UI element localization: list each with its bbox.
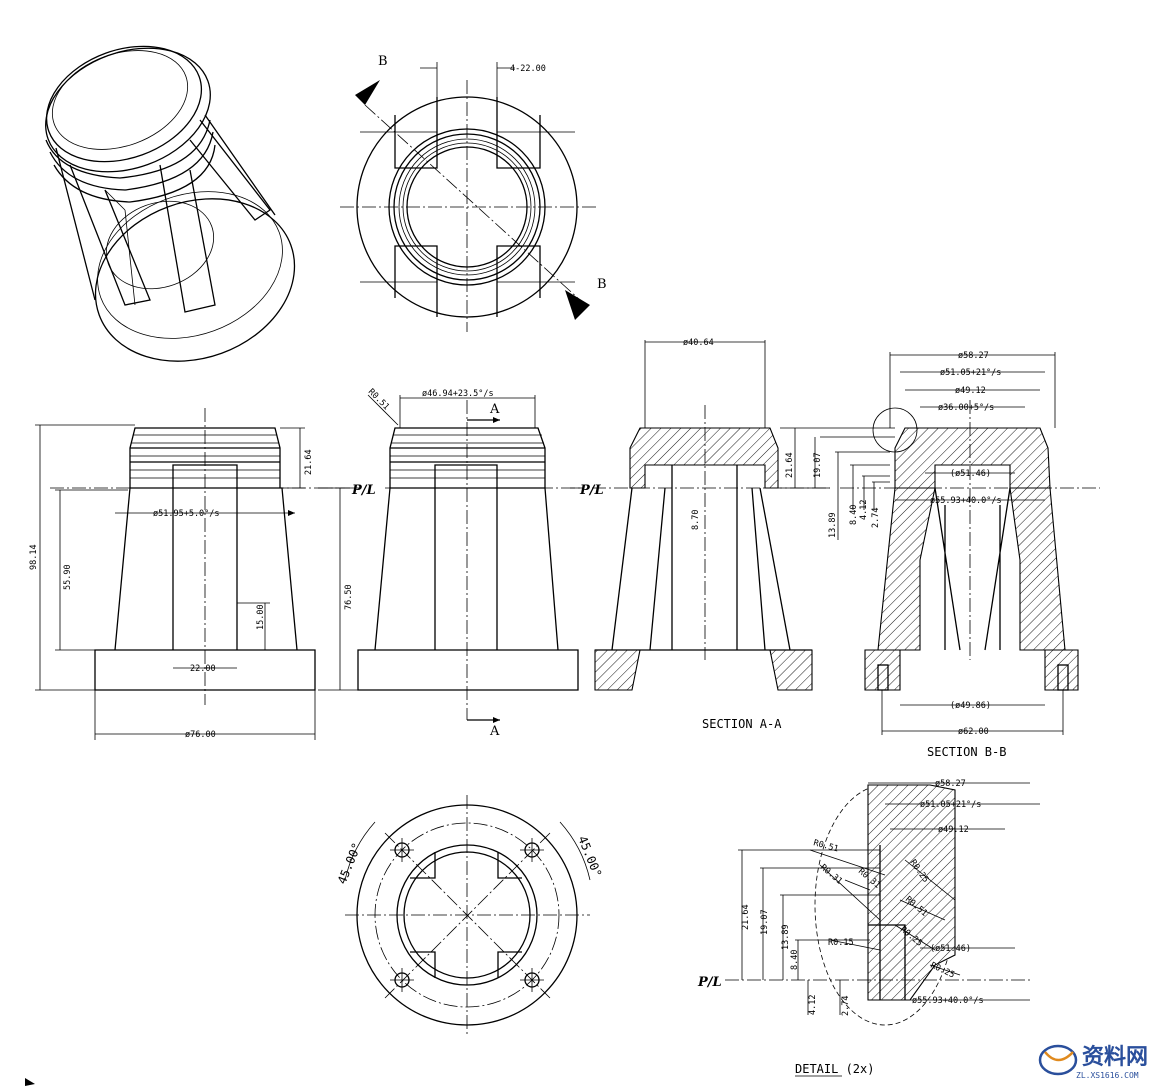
- dim-bb-d2: ø51.05+21°/s: [940, 368, 1001, 378]
- parting-line-label: P/L: [351, 483, 376, 498]
- dim-top-band: 21.64: [304, 449, 314, 475]
- dim-bb-h3: 13.89: [828, 512, 838, 538]
- dim-bb-d4: ø36.00+5°/s: [938, 403, 994, 413]
- dim-detail-h5: 4.12: [808, 995, 818, 1015]
- section-aa: ø40.64 8.70 P/L SECTION A-A: [570, 338, 830, 731]
- cut-letter-b-bottom: B: [597, 277, 607, 292]
- angle-left: 45.00°: [335, 841, 364, 886]
- bolt-hole-bl: [390, 968, 414, 992]
- bolt-hole-tr: [520, 838, 544, 862]
- detail-view: ø58.27 ø51.05+21°/s ø49.12 (ø51.46) ø55.…: [697, 779, 1040, 1077]
- cut-letter-b-top: B: [378, 54, 388, 69]
- front-view: 98.14 55.90 21.64 ø51.95+5.0°/s 22.00 15…: [29, 408, 345, 740]
- bolt-hole-br: [520, 968, 544, 992]
- detail-label: DETAIL (2x): [795, 1062, 874, 1076]
- dim-detail-d5: (ø51.46): [930, 944, 971, 954]
- watermark-logo-icon: [1038, 1044, 1078, 1076]
- dim-bb-d6: ø55.93+40.0°/s: [930, 496, 1002, 506]
- dim-detail-d6: ø55.93+40.0°/s: [912, 996, 984, 1006]
- parting-line-detail: P/L: [697, 975, 722, 990]
- dim-aa-top-dia: ø40.64: [683, 338, 714, 348]
- dim-dia-body: ø51.95+5.0°/s: [153, 509, 220, 519]
- angle-right: 45.00°: [575, 834, 604, 879]
- detail-r2: R0.31: [818, 863, 844, 887]
- dim-detail-h1: 21.64: [741, 904, 751, 930]
- dim-detail-h6: 2.74: [841, 996, 851, 1016]
- dim-detail-h4: 8.40: [790, 950, 800, 970]
- dim-slot-width: 22.00: [190, 664, 216, 674]
- dim-bb-h2: 19.07: [813, 452, 823, 478]
- dim-bb-d8: ø62.00: [958, 727, 989, 737]
- dim-top-dia: ø46.94+23.5°/s: [422, 389, 494, 399]
- corner-mark: [25, 1078, 35, 1086]
- isometric-view: [45, 45, 296, 362]
- detail-r7: R0.25: [929, 961, 956, 981]
- dim-detail-d1: ø58.27: [935, 779, 966, 789]
- dim-bb-d5: (ø51.46): [950, 469, 991, 479]
- dim-detail-d2: ø51.05+21°/s: [920, 800, 981, 810]
- watermark: 资料网 ZL.XS1616.COM: [1038, 1044, 1148, 1080]
- side-view: ø46.94+23.5°/s R0.51 76.50 P/L A A: [318, 387, 580, 739]
- dim-bb-d7: (ø49.86): [950, 701, 991, 711]
- dim-base-dia: ø76.00: [185, 730, 216, 740]
- dim-radius: R0.51: [366, 387, 391, 412]
- dim-bb-h5: 4.12: [859, 500, 869, 520]
- section-bb: ø58.27 ø51.05+21°/s ø49.12 ø36.00+5°/s (…: [780, 351, 1100, 759]
- dim-bb-h1: 21.64: [785, 452, 795, 478]
- dim-height-total: 98.14: [29, 544, 39, 570]
- dim-bb-h6: 2.74: [871, 508, 881, 528]
- dim-aa-inner: 8.70: [691, 510, 701, 530]
- detail-r8: R0.15: [828, 938, 854, 948]
- section-bb-label: SECTION B-B: [927, 745, 1006, 759]
- watermark-cn: 资料网: [1082, 1045, 1148, 1070]
- bolt-hole-tl: [390, 838, 414, 862]
- dim-detail-h2: 19.07: [760, 909, 770, 935]
- top-view: 4-22.00 B B: [340, 54, 607, 332]
- dim-slot: 4-22.00: [510, 64, 546, 74]
- dim-detail-d3: ø49.12: [938, 825, 969, 835]
- cut-letter-a-top: A: [489, 402, 500, 417]
- dim-height: 76.50: [344, 584, 354, 610]
- watermark-url: ZL.XS1616.COM: [1076, 1071, 1139, 1080]
- dim-bb-d3: ø49.12: [955, 386, 986, 396]
- bottom-view: 45.00° 45.00°: [335, 795, 604, 1035]
- dim-height-body: 55.90: [63, 564, 73, 590]
- dim-bb-d1: ø58.27: [958, 351, 989, 361]
- cut-letter-a-bottom: A: [489, 724, 500, 739]
- dim-detail-h3: 13.89: [781, 924, 791, 950]
- dim-bb-h4: 8.40: [849, 505, 859, 525]
- dim-slot-depth: 15.00: [256, 604, 266, 630]
- section-aa-label: SECTION A-A: [702, 717, 782, 731]
- parting-line-aa: P/L: [579, 483, 604, 498]
